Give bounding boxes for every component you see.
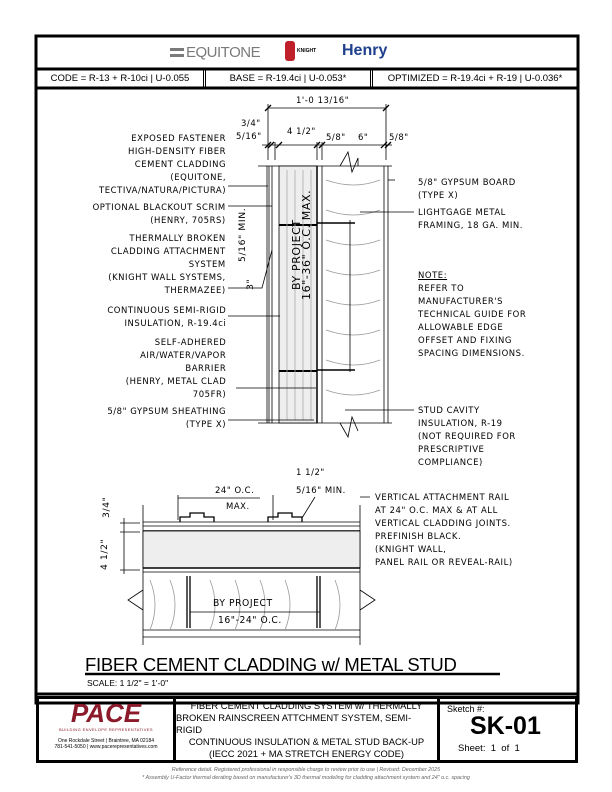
dim-3-4: 3/4": [241, 118, 261, 129]
dim-5-8-b: 5/8": [389, 132, 409, 143]
wall-plan: [120, 495, 376, 645]
rating-code: CODE = R-13 + R-10ci | U-0.055: [36, 69, 204, 88]
pace-logo: PACE BUILDING ENVELOPE REPRESENTATIVES O…: [54, 698, 158, 750]
rating-base: BASE = R-19.4ci | U-0.053*: [205, 69, 371, 88]
plan-by-project: BY PROJECT: [213, 598, 273, 609]
drawing-scale: SCALE: 1 1/2" = 1'-0": [87, 678, 169, 688]
footer-note-1: Reference detail. Registered professiona…: [171, 767, 441, 773]
dim-overall: 1'-0 13/16": [296, 95, 350, 106]
wall-section: [258, 104, 392, 439]
plan-dim-1-1-2: 1 1/2": [296, 467, 325, 478]
plan-dim-4-1-2: 4 1/2": [99, 538, 110, 570]
plan-dim-3-4: 3/4": [101, 496, 112, 518]
title-block: [36, 696, 578, 763]
footer-note-2: * Assembly U-Factor thermal derating bas…: [142, 775, 470, 781]
description-box: FIBER CEMENT CLADDING SYSTEM w/ THERMALL…: [173, 696, 440, 763]
dim-5-16: 5/16": [236, 131, 262, 142]
knight-logo: KNIGHT: [285, 41, 316, 61]
rating-optimized: OPTIMIZED = R-19.4ci + R-19 | U-0.036*: [372, 69, 578, 88]
dim-4-1-2: 4 1/2": [287, 126, 316, 137]
dim-5-8-a: 5/8": [326, 132, 346, 143]
henry-logo: Henry: [342, 42, 388, 59]
label-blackout-scrim: OPTIONAL BLACKOUT SCRIM(HENRY, 705RS): [92, 202, 226, 226]
label-gypsum-board: 5/8" GYPSUM BOARD(TYPE X): [418, 177, 516, 201]
dim-3: 3": [245, 278, 256, 290]
plan-dim-max: MAX.: [226, 501, 250, 512]
sheet-number: Sheet: 1 of 1: [458, 743, 520, 754]
dim-5-16-min: 5/16" MIN.: [237, 207, 248, 262]
sketch-number: SK-01: [470, 712, 541, 740]
dim-6: 6": [358, 132, 369, 143]
plan-dim-5-16-min: 5/16" MIN.: [296, 485, 346, 496]
sketch-label: Sketch #:: [447, 704, 485, 714]
equitone-logo: EQUITONE: [170, 44, 261, 61]
plan-stud-spacing: 16"-24" O.C.: [218, 615, 282, 626]
plan-dim-oc: 24" O.C.: [215, 485, 255, 496]
drawing-title: FIBER CEMENT CLADDING w/ METAL STUD: [85, 654, 457, 675]
label-gypsum-sheathing: 5/8" GYPSUM SHEATHING(TYPE X): [107, 406, 226, 430]
stud-spacing-label: 16"-36" O.C. MAX.: [300, 189, 313, 300]
